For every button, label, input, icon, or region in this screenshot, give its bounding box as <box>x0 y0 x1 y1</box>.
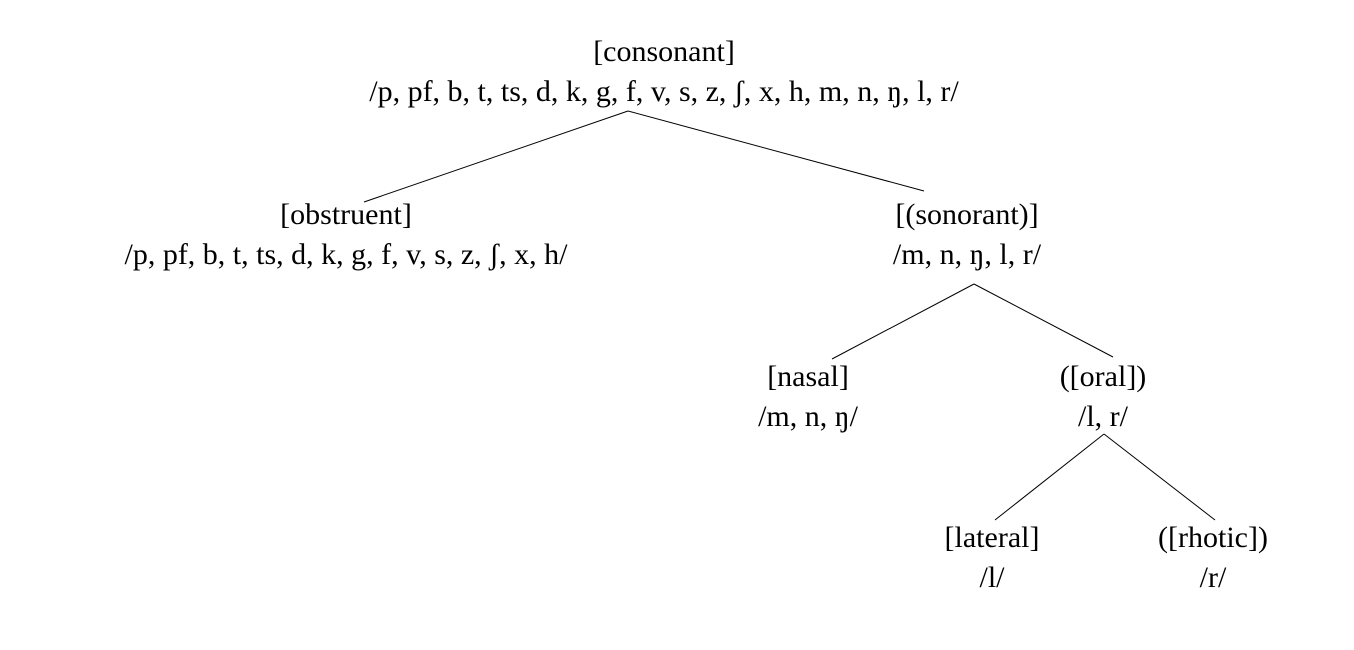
segment-list: /l, r/ <box>1077 400 1128 433</box>
segment-list: /m, n, ŋ/ <box>758 400 858 433</box>
feature-label: [(sonorant)] <box>895 198 1039 231</box>
feature-label: [nasal] <box>767 360 849 393</box>
segment-list: /m, n, ŋ, l, r/ <box>892 238 1042 271</box>
segment-list: /p, pf, b, t, ts, d, k, g, f, v, s, z, ʃ… <box>369 75 959 108</box>
edge-sonorant-nasal <box>831 283 975 360</box>
segment-list: /r/ <box>1199 561 1227 594</box>
segment-list: /l/ <box>979 561 1005 594</box>
edge-oral-lateral <box>994 433 1105 521</box>
feature-label: [lateral] <box>944 521 1040 554</box>
node-obstruent: [obstruent] /p, pf, b, t, ts, d, k, g, f… <box>124 195 567 275</box>
edge-consonant-sonorant <box>627 110 925 192</box>
feature-label: ([rhotic]) <box>1158 521 1268 554</box>
node-nasal: [nasal] /m, n, ŋ/ <box>758 357 858 437</box>
node-consonant: [consonant] /p, pf, b, t, ts, d, k, g, f… <box>369 32 959 112</box>
node-sonorant: [(sonorant)] /m, n, ŋ, l, r/ <box>893 195 1041 275</box>
feature-label: [obstruent] <box>280 198 412 231</box>
feature-label: ([oral]) <box>1059 360 1147 393</box>
edge-sonorant-oral <box>973 283 1114 358</box>
segment-list: /p, pf, b, t, ts, d, k, g, f, v, s, z, ʃ… <box>124 238 568 271</box>
node-rhotic: ([rhotic]) /r/ <box>1158 518 1268 598</box>
node-oral: ([oral]) /l, r/ <box>1060 357 1147 437</box>
node-lateral: [lateral] /l/ <box>945 518 1040 598</box>
edge-consonant-obstruent <box>363 110 629 203</box>
edge-oral-rhotic <box>1103 433 1216 521</box>
feature-label: [consonant] <box>593 35 735 68</box>
